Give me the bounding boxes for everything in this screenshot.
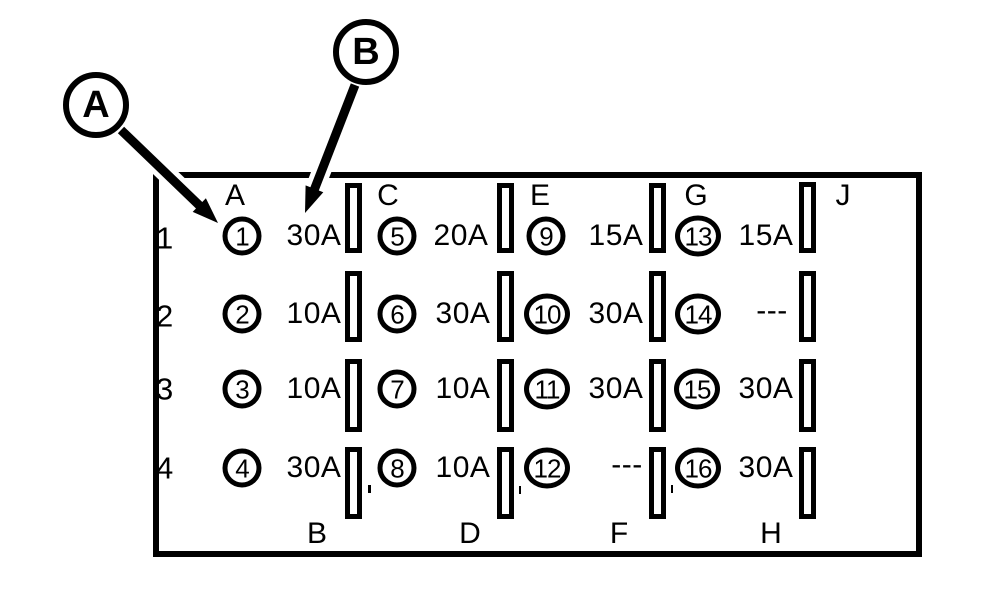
amp-label-16: 30A (738, 451, 794, 484)
column-letter-bottom-h: H (760, 517, 782, 550)
fuse-circle-10: 10 (524, 293, 570, 335)
column-letter-top-g: G (684, 179, 708, 212)
fuse-slot-b4 (345, 447, 362, 519)
fuse-slot-j4 (799, 447, 816, 519)
fuse-slot-d2 (497, 271, 514, 342)
fuse-slot-f1 (649, 183, 666, 253)
column-letter-bottom-b: B (306, 517, 328, 550)
amp-label-1: 30A (286, 219, 342, 252)
fuse-circle-3: 3 (222, 369, 262, 409)
amp-label-14: --- (756, 294, 788, 327)
fuse-slot-b1 (345, 183, 362, 253)
column-letter-bottom-f: F (609, 517, 629, 550)
fuse-slot-j2 (799, 271, 816, 342)
column-letter-top-a: A (224, 179, 246, 212)
amp-label-4: 30A (286, 451, 342, 484)
amp-label-9: 15A (588, 219, 644, 252)
fuse-circle-7: 7 (377, 369, 417, 409)
row-label-2: 2 (156, 298, 174, 334)
stray-mark (671, 485, 673, 493)
column-letter-top-c: C (377, 179, 399, 212)
stray-mark (519, 486, 521, 494)
amp-label-13: 15A (738, 219, 794, 252)
amp-label-11: 30A (588, 372, 644, 405)
fuse-number-9: 9 (539, 221, 554, 251)
row-label-3: 3 (156, 371, 174, 407)
fuse-circle-6: 6 (377, 294, 417, 334)
fuse-number-5: 5 (390, 221, 405, 251)
fuse-number-1: 1 (235, 221, 250, 251)
amp-label-12: --- (611, 448, 643, 481)
fuse-number-2: 2 (235, 299, 250, 329)
row-label-1: 1 (156, 220, 174, 256)
column-letter-top-e: E (529, 179, 551, 212)
fuse-circle-9: 9 (526, 216, 566, 256)
amp-label-8: 10A (435, 451, 491, 484)
amp-label-10: 30A (588, 297, 644, 330)
fuse-circle-4: 4 (222, 448, 262, 488)
callout-b: B (333, 19, 399, 85)
fuse-slot-d3 (497, 359, 514, 432)
callout-a: A (63, 72, 129, 138)
amp-label-15: 30A (738, 372, 794, 405)
callout-b-label: B (352, 31, 380, 73)
fuse-number-6: 6 (390, 299, 405, 329)
fuse-number-3: 3 (235, 374, 250, 404)
amp-label-7: 10A (435, 372, 491, 405)
fuse-number-11: 11 (534, 374, 561, 404)
fuse-slot-d1 (497, 183, 514, 253)
row-label-4: 4 (156, 450, 174, 486)
fuse-number-14: 14 (684, 299, 713, 329)
fuse-circle-16: 16 (675, 447, 721, 489)
stray-mark (368, 485, 371, 493)
fuse-number-16: 16 (684, 453, 713, 483)
fuse-circle-13: 13 (675, 215, 721, 257)
fuse-slot-b2 (345, 271, 362, 342)
fuse-circle-5: 5 (377, 216, 417, 256)
fuse-circle-12: 12 (524, 447, 570, 489)
fuse-number-15: 15 (683, 374, 712, 404)
fuse-number-10: 10 (533, 299, 562, 329)
amp-label-5: 20A (433, 219, 489, 252)
fuse-slot-j1 (799, 182, 816, 253)
fuse-circle-2: 2 (222, 294, 262, 334)
fuse-slot-b3 (345, 359, 362, 432)
fuse-circle-15: 15 (674, 368, 720, 410)
fuse-number-12: 12 (533, 453, 562, 483)
fuse-circle-1: 1 (222, 216, 262, 256)
amp-label-3: 10A (286, 372, 342, 405)
fuse-number-4: 4 (235, 453, 250, 483)
column-letter-bottom-d: D (459, 517, 481, 550)
fuse-number-13: 13 (684, 221, 713, 251)
fuse-circle-14: 14 (675, 293, 721, 335)
column-letter-top-j: J (835, 179, 851, 212)
fuse-number-7: 7 (390, 374, 405, 404)
fuse-circle-11: 11 (524, 368, 570, 410)
fuse-circle-8: 8 (377, 448, 417, 488)
fuse-slot-f2 (649, 271, 666, 342)
callout-a-label: A (82, 84, 110, 126)
fuse-slot-j3 (799, 359, 816, 432)
fuse-slot-f3 (649, 359, 666, 432)
amp-label-6: 30A (435, 297, 491, 330)
fuse-slot-d4 (497, 447, 514, 519)
amp-label-2: 10A (286, 297, 342, 330)
fuse-number-8: 8 (390, 453, 405, 483)
fuse-slot-f4 (649, 447, 666, 519)
